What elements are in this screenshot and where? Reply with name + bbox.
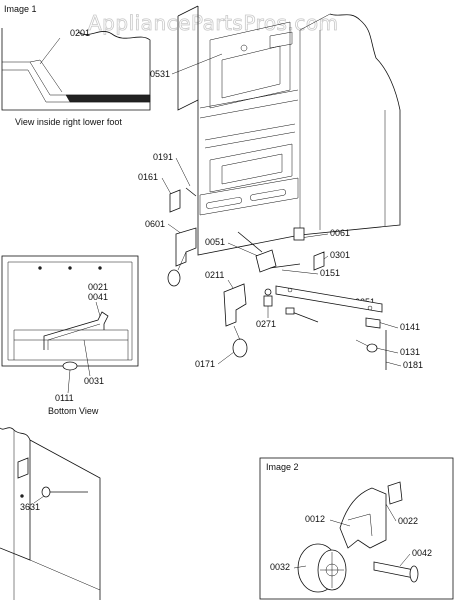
- label-0531: 0531: [150, 69, 170, 79]
- side-detail: 3631: [0, 427, 101, 600]
- label-0131: 0131: [400, 347, 420, 357]
- bottom-view: 0021 0041 0031 0111 Bottom View: [1, 255, 139, 416]
- image2-title: Image 2: [266, 462, 299, 472]
- label-0271: 0271: [256, 319, 276, 329]
- label-0021: 0021: [88, 282, 108, 292]
- main-callouts: 0531 0191 0161 0601 0051 0061 0301 0151 …: [138, 53, 423, 370]
- label-0181: 0181: [403, 360, 423, 370]
- main-parts: [167, 187, 387, 370]
- label-0171: 0171: [195, 359, 215, 369]
- label-0161: 0161: [138, 172, 158, 182]
- label-0111: 0111: [55, 393, 74, 403]
- label-0032: 0032: [270, 562, 290, 572]
- inset-foot-view: 0201 View inside right lower foot: [1, 28, 151, 127]
- label-0041: 0041: [88, 292, 108, 302]
- refrigerator-body: [177, 5, 401, 256]
- image2-panel: Image 2 0012 0022 0042 0032: [259, 457, 454, 600]
- label-0051: 0051: [205, 237, 225, 247]
- watermark-text: AppliancePartsPros.com: [88, 11, 339, 35]
- bottom-view-caption: Bottom View: [48, 406, 99, 416]
- image1-title: Image 1: [4, 4, 37, 14]
- label-3631: 3631: [20, 502, 40, 512]
- label-0012: 0012: [305, 514, 325, 524]
- label-0042: 0042: [412, 548, 432, 558]
- label-0601: 0601: [145, 219, 165, 229]
- label-0201: 0201: [70, 28, 90, 38]
- label-0141: 0141: [400, 322, 420, 332]
- label-0061: 0061: [330, 228, 350, 238]
- label-0031: 0031: [84, 376, 104, 386]
- label-0211: 0211: [205, 270, 224, 280]
- label-0191: 0191: [153, 152, 173, 162]
- label-0301: 0301: [330, 250, 350, 260]
- label-0022: 0022: [398, 516, 418, 526]
- label-0151: 0151: [320, 268, 340, 278]
- inset-foot-caption: View inside right lower foot: [15, 117, 122, 127]
